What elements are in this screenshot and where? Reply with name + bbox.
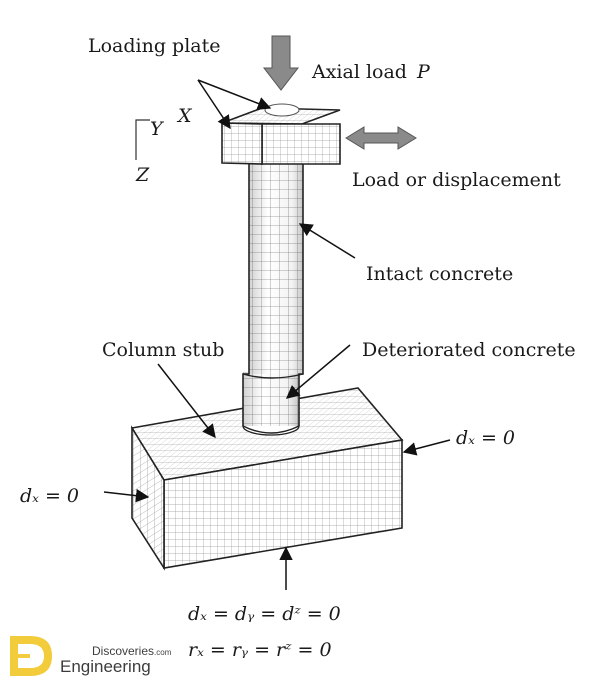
column: [242, 162, 304, 436]
load-or-displacement-label: Load or displacement: [352, 169, 561, 191]
axial-load-arrow-icon: [262, 35, 300, 91]
axis-z-label: Z: [135, 164, 150, 186]
axial-load-symbol: P: [416, 61, 431, 83]
loading-plate-label: Loading plate: [88, 35, 221, 57]
watermark-brand: Engineering: [60, 657, 151, 676]
svg-text:Discoveries.com: Discoveries.com: [92, 644, 172, 658]
column-stub-label: Column stub: [102, 339, 224, 361]
intact-concrete-label: Intact concrete: [366, 263, 513, 285]
fixed-rotations-label: rₓ = rᵧ = rᶻ = 0: [188, 639, 332, 661]
watermark-site: Discoveries: [92, 644, 154, 658]
deteriorated-concrete-label: Deteriorated concrete: [362, 339, 576, 361]
loading-plate: [221, 103, 341, 165]
load-displacement-arrow-icon: [345, 126, 417, 150]
watermark-domain: .com: [154, 648, 172, 657]
watermark-logo-icon: [10, 636, 52, 676]
coordinate-axes: X Y Z: [135, 105, 193, 186]
fixed-displacements-label: dₓ = dᵧ = dᶻ = 0: [188, 603, 341, 625]
dx-right-boundary-label: dₓ = 0: [456, 427, 515, 449]
leader-lines: [103, 79, 451, 590]
axis-x-label: X: [176, 105, 193, 127]
watermark: Discoveries.com Engineering: [10, 636, 172, 676]
axis-y-label: Y: [150, 118, 165, 140]
dx-left-boundary-label: dₓ = 0: [20, 485, 79, 507]
axial-load-label: Axial load P: [311, 61, 431, 83]
